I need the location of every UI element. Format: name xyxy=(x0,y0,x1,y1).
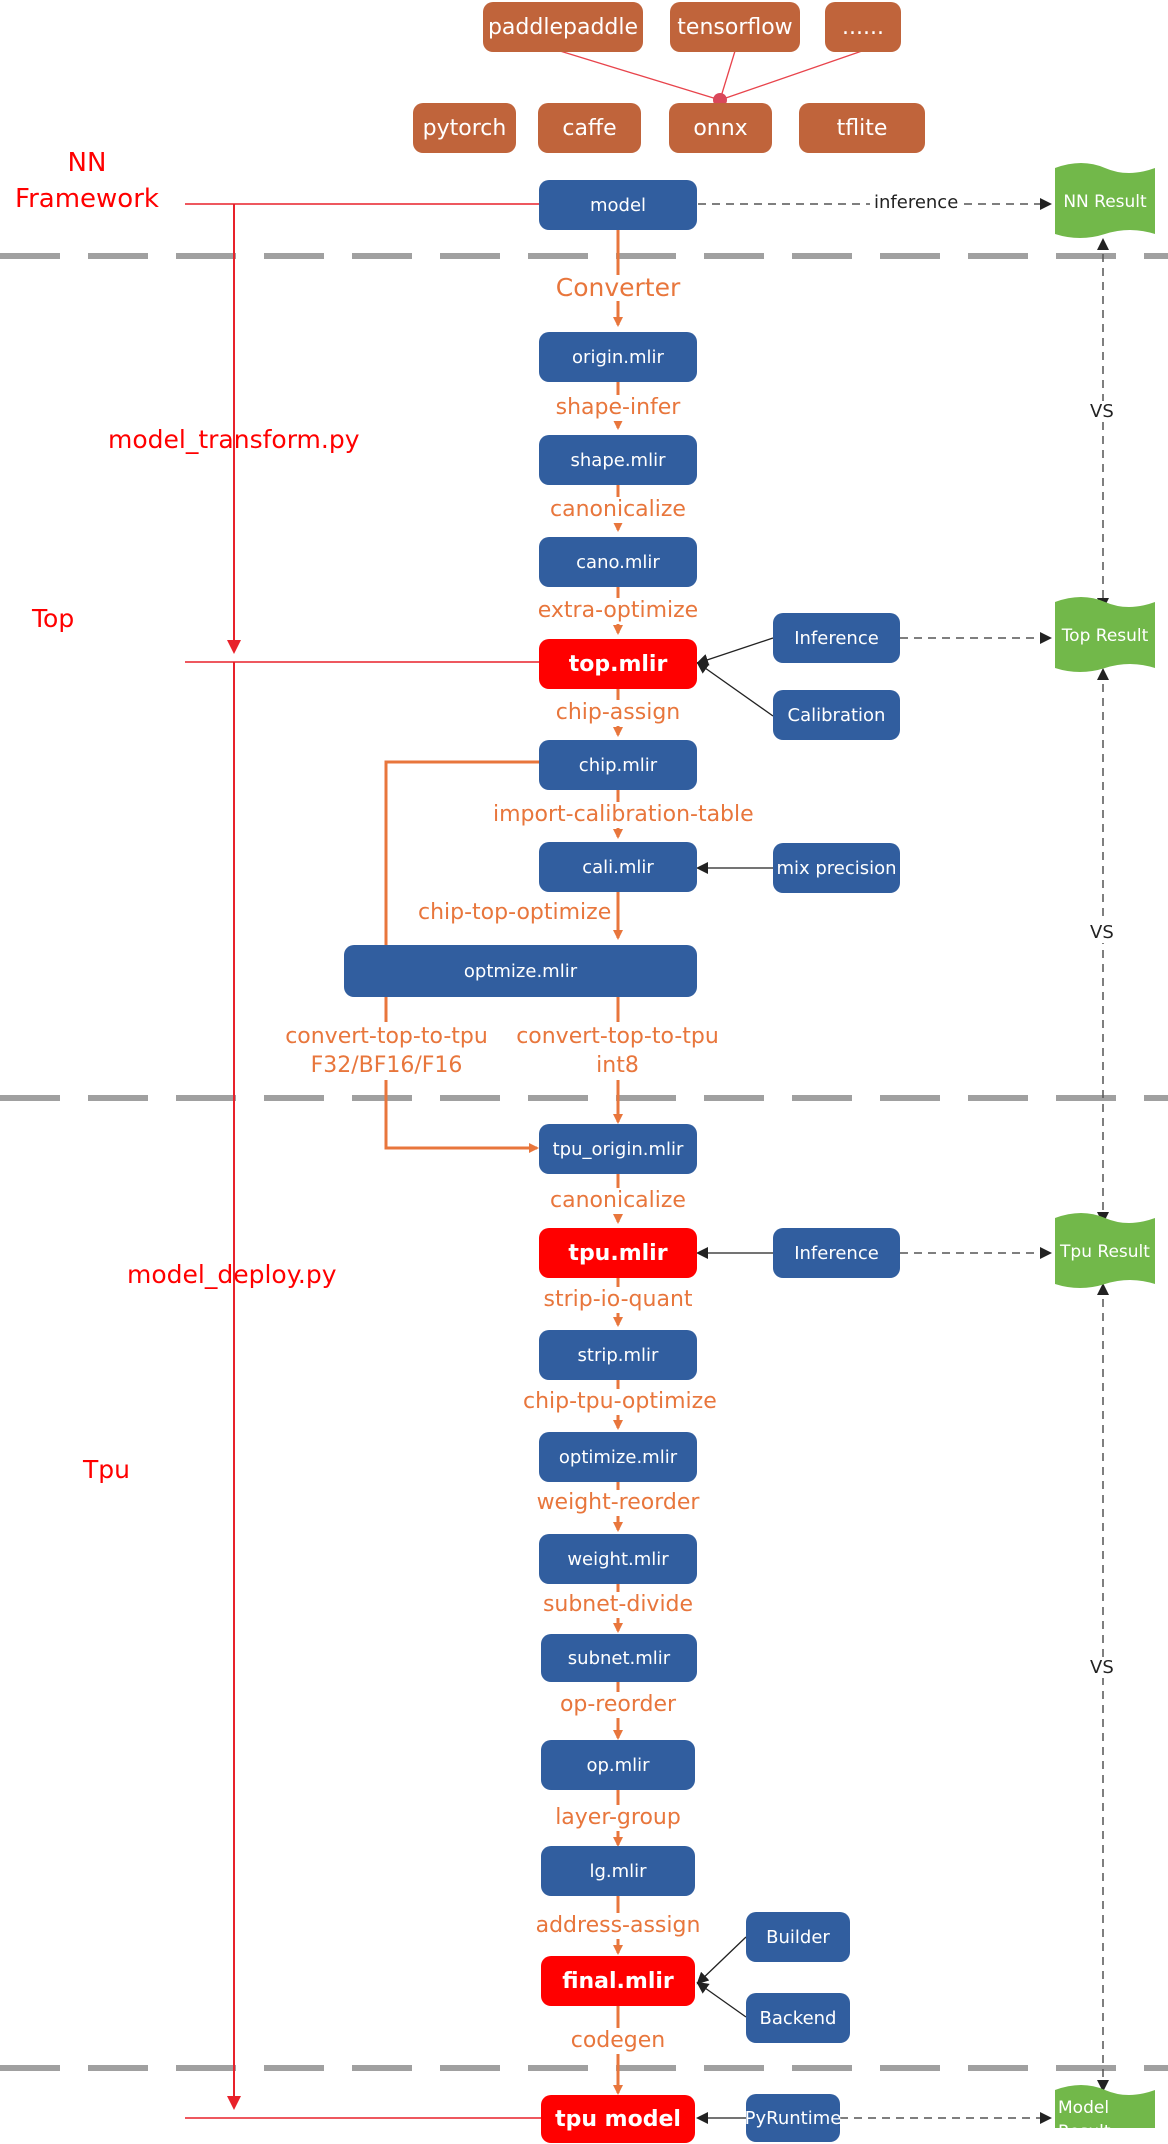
stage-lines xyxy=(185,203,545,2119)
label-strip-io-quant: strip-io-quant xyxy=(538,1287,698,1313)
node-optmize-mlir: optmize.mlir xyxy=(344,945,697,997)
label-weight-reorder: weight-reorder xyxy=(533,1490,703,1516)
label-vs-1: VS xyxy=(1090,401,1114,422)
node-lg-mlir: lg.mlir xyxy=(541,1846,695,1896)
stage-tpu: Tpu xyxy=(83,1455,130,1484)
label-canonicalize-2: canonicalize xyxy=(543,1188,693,1214)
node-cano-mlir: cano.mlir xyxy=(539,537,697,587)
label-chip-assign: chip-assign xyxy=(548,700,688,726)
result-arrows xyxy=(698,198,1109,2124)
node-calibration: Calibration xyxy=(773,690,900,740)
framework-links xyxy=(559,50,863,101)
label-chip-tpu-optimize: chip-tpu-optimize xyxy=(523,1389,717,1415)
node-optimize-mlir: optimize.mlir xyxy=(539,1432,697,1482)
stage-model-deploy: model_deploy.py xyxy=(127,1260,337,1289)
label-inference-edge: inference xyxy=(870,192,963,213)
node-strip-mlir: strip.mlir xyxy=(539,1330,697,1380)
label-op-reorder: op-reorder xyxy=(553,1692,683,1718)
label-vs-3: VS xyxy=(1090,1657,1114,1678)
label-converter: Converter xyxy=(550,275,686,301)
node-inference-top: Inference xyxy=(773,613,900,663)
node-op-mlir: op.mlir xyxy=(541,1740,695,1790)
result-top: Top Result xyxy=(1061,626,1149,646)
node-final-mlir: final.mlir xyxy=(541,1956,695,2006)
framework-tflite: tflite xyxy=(799,103,925,153)
framework-more: ...... xyxy=(825,2,901,52)
side-arrows xyxy=(696,637,774,2124)
framework-onnx: onnx xyxy=(669,103,772,153)
node-builder: Builder xyxy=(746,1912,850,1962)
label-import-calibration-table: import-calibration-table xyxy=(493,802,754,828)
label-subnet-divide: subnet-divide xyxy=(538,1592,698,1618)
framework-pytorch: pytorch xyxy=(413,103,516,153)
label-vs-2: VS xyxy=(1090,922,1114,943)
node-model: model xyxy=(539,180,697,230)
node-backend: Backend xyxy=(746,1993,850,2043)
result-tpu: Tpu Result xyxy=(1060,1242,1150,1262)
label-convert-float: convert-top-to-tpu F32/BF16/F16 xyxy=(284,1022,489,1080)
label-address-assign: address-assign xyxy=(533,1913,703,1939)
node-mix-precision: mix precision xyxy=(773,843,900,893)
node-weight-mlir: weight.mlir xyxy=(539,1534,697,1584)
node-cali-mlir: cali.mlir xyxy=(539,842,697,892)
node-subnet-mlir: subnet.mlir xyxy=(541,1634,697,1682)
node-tpu-origin-mlir: tpu_origin.mlir xyxy=(539,1124,697,1174)
framework-tensorflow: tensorflow xyxy=(670,2,800,52)
label-canonicalize-1: canonicalize xyxy=(543,497,693,523)
node-inference-tpu: Inference xyxy=(773,1228,900,1278)
framework-paddlepaddle: paddlepaddle xyxy=(483,2,643,52)
node-top-mlir: top.mlir xyxy=(539,639,697,689)
tpu-result-shape xyxy=(1055,1213,1155,1288)
label-extra-optimize: extra-optimize xyxy=(533,598,703,624)
node-origin-mlir: origin.mlir xyxy=(539,332,697,382)
result-shapes xyxy=(1055,163,1155,2128)
nn-result-shape xyxy=(1055,163,1155,238)
result-nn: NN Result xyxy=(1063,192,1147,212)
node-tpu-model: tpu model xyxy=(541,2095,695,2143)
model-result-shape xyxy=(1055,2085,1155,2128)
label-layer-group: layer-group xyxy=(548,1805,688,1831)
stage-top: Top xyxy=(32,604,75,633)
label-chip-top-optimize: chip-top-optimize xyxy=(418,900,612,926)
node-tpu-mlir: tpu.mlir xyxy=(539,1228,697,1278)
node-shape-mlir: shape.mlir xyxy=(539,435,697,485)
top-result-shape xyxy=(1055,597,1155,672)
label-codegen: codegen xyxy=(563,2028,673,2054)
label-convert-int8: convert-top-to-tpu int8 xyxy=(515,1022,720,1080)
node-chip-mlir: chip.mlir xyxy=(539,740,697,790)
stage-dividers xyxy=(0,253,1168,2071)
stage-model-transform: model_transform.py xyxy=(108,425,360,454)
node-pyruntime: PyRuntime xyxy=(745,2094,841,2142)
result-model: Model Result xyxy=(1058,2098,1111,2142)
stage-nn-framework: NN Framework xyxy=(15,148,159,214)
label-shape-infer: shape-infer xyxy=(553,395,683,421)
framework-caffe: caffe xyxy=(538,103,641,153)
